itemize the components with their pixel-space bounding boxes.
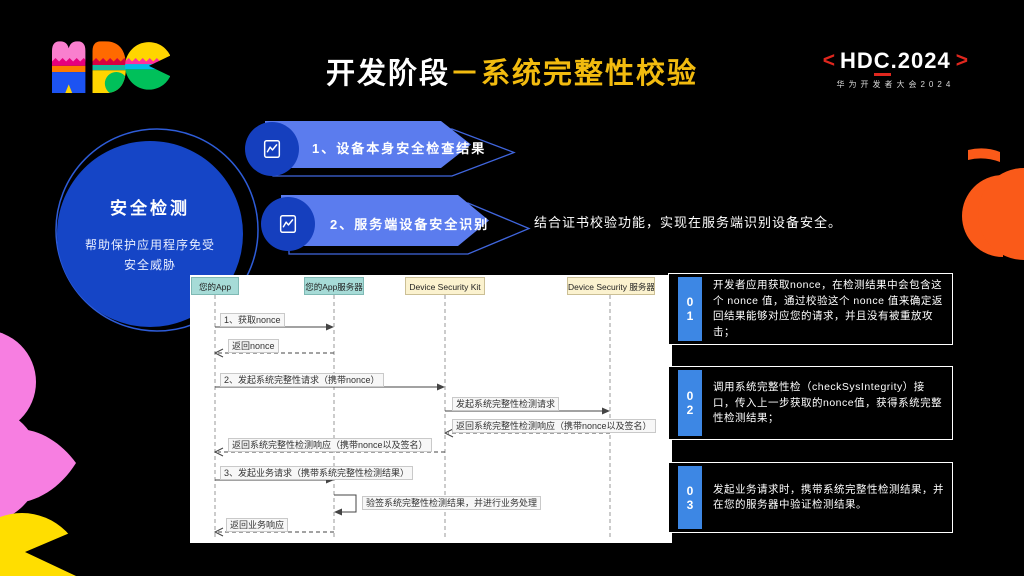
right-bracket-icon: > (955, 49, 968, 72)
title-accent: －系统完整性校验 (450, 58, 699, 90)
hdc-title: HDC.2024 (840, 48, 951, 76)
sequence-diagram: 您的App 您的App服务器 Device Security Kit Devic… (190, 275, 672, 543)
title-white: 开发阶段 (325, 58, 450, 90)
yellow-pacman-deco (0, 513, 112, 576)
banner-1-shape (265, 121, 471, 168)
lifeline-device-security-kit: Device Security Kit (405, 277, 485, 295)
orange-deco (962, 148, 1024, 260)
msg-4-detect-request: 发起系统完整性检测请求 (452, 397, 560, 411)
note-panel-2: 0 2 调用系统完整性检（checkSysIntegrity）接口，传入上一步获… (668, 366, 953, 440)
note-number-03: 0 3 (678, 466, 702, 529)
left-bracket-icon: < (822, 49, 835, 72)
msg-7-business-request: 3、发起业务请求（携带系统完整性检测结果） (220, 466, 414, 480)
note-panel-1: 0 1 开发者应用获取nonce，在检测结果中会包含这个 nonce 值，通过校… (668, 273, 953, 345)
side-note: 结合证书校验功能，实现在服务端识别设备安全。 (534, 215, 843, 230)
msg-9-business-response: 返回业务响应 (226, 518, 289, 532)
circle-title: 安全检测 (110, 199, 190, 218)
lifeline-your-app-server: 您的App服务器 (304, 277, 364, 295)
page-title: 开发阶段－系统完整性校验 (0, 50, 1024, 92)
hdc-logo: < HDC.2024 > 华为开发者大会2024 (823, 48, 968, 90)
msg-5-detect-response: 返回系统完整性检测响应（携带nonce以及签名） (452, 419, 656, 433)
hdc-subtitle: 华为开发者大会2024 (836, 80, 955, 89)
note-number-02: 0 2 (678, 370, 702, 436)
msg-1-get-nonce: 1、获取nonce (220, 313, 285, 327)
note-text-03: 发起业务请求时，携带系统完整性检测结果，并在您的服务器中验证检测结果。 (713, 483, 944, 511)
brand-logo (52, 41, 170, 94)
lifeline-your-app: 您的App (191, 277, 239, 295)
circle-outline-deco (55, 128, 259, 332)
note-text-01: 开发者应用获取nonce，在检测结果中会包含这个 nonce 值，通过校验这个 … (713, 279, 943, 338)
msg-2-return-nonce: 返回nonce (228, 339, 279, 353)
banner-2-shape (281, 195, 489, 246)
msg-6-detect-response: 返回系统完整性检测响应（携带nonce以及签名） (228, 438, 432, 452)
note-panel-3: 0 3 发起业务请求时，携带系统完整性检测结果，并在您的服务器中验证检测结果。 (668, 462, 953, 533)
report-chart-icon (263, 140, 281, 158)
circle-subtitle: 帮助保护应用程序免受 安全威胁 (84, 238, 215, 272)
msg-3-integrity-request: 2、发起系统完整性请求（携带nonce） (220, 373, 384, 387)
note-text-02: 调用系统完整性检（checkSysIntegrity）接口，传入上一步获取的no… (713, 380, 943, 424)
report-chart-icon (279, 215, 297, 233)
sequence-lines (213, 295, 611, 538)
lifeline-device-security-server: Device Security 服务器 (567, 277, 655, 295)
msg-8-verify-signature: 验签系统完整性检测结果，并进行业务处理 (362, 496, 542, 510)
banner-2-label: 2、服务端设备安全识别 (330, 217, 490, 232)
pink-flower-deco (0, 332, 76, 521)
note-number-01: 0 1 (678, 277, 702, 341)
banner-1-label: 1、设备本身安全检查结果 (312, 141, 487, 156)
security-circle-text: 安全检测 帮助保护应用程序免受 安全威胁 (58, 194, 242, 275)
